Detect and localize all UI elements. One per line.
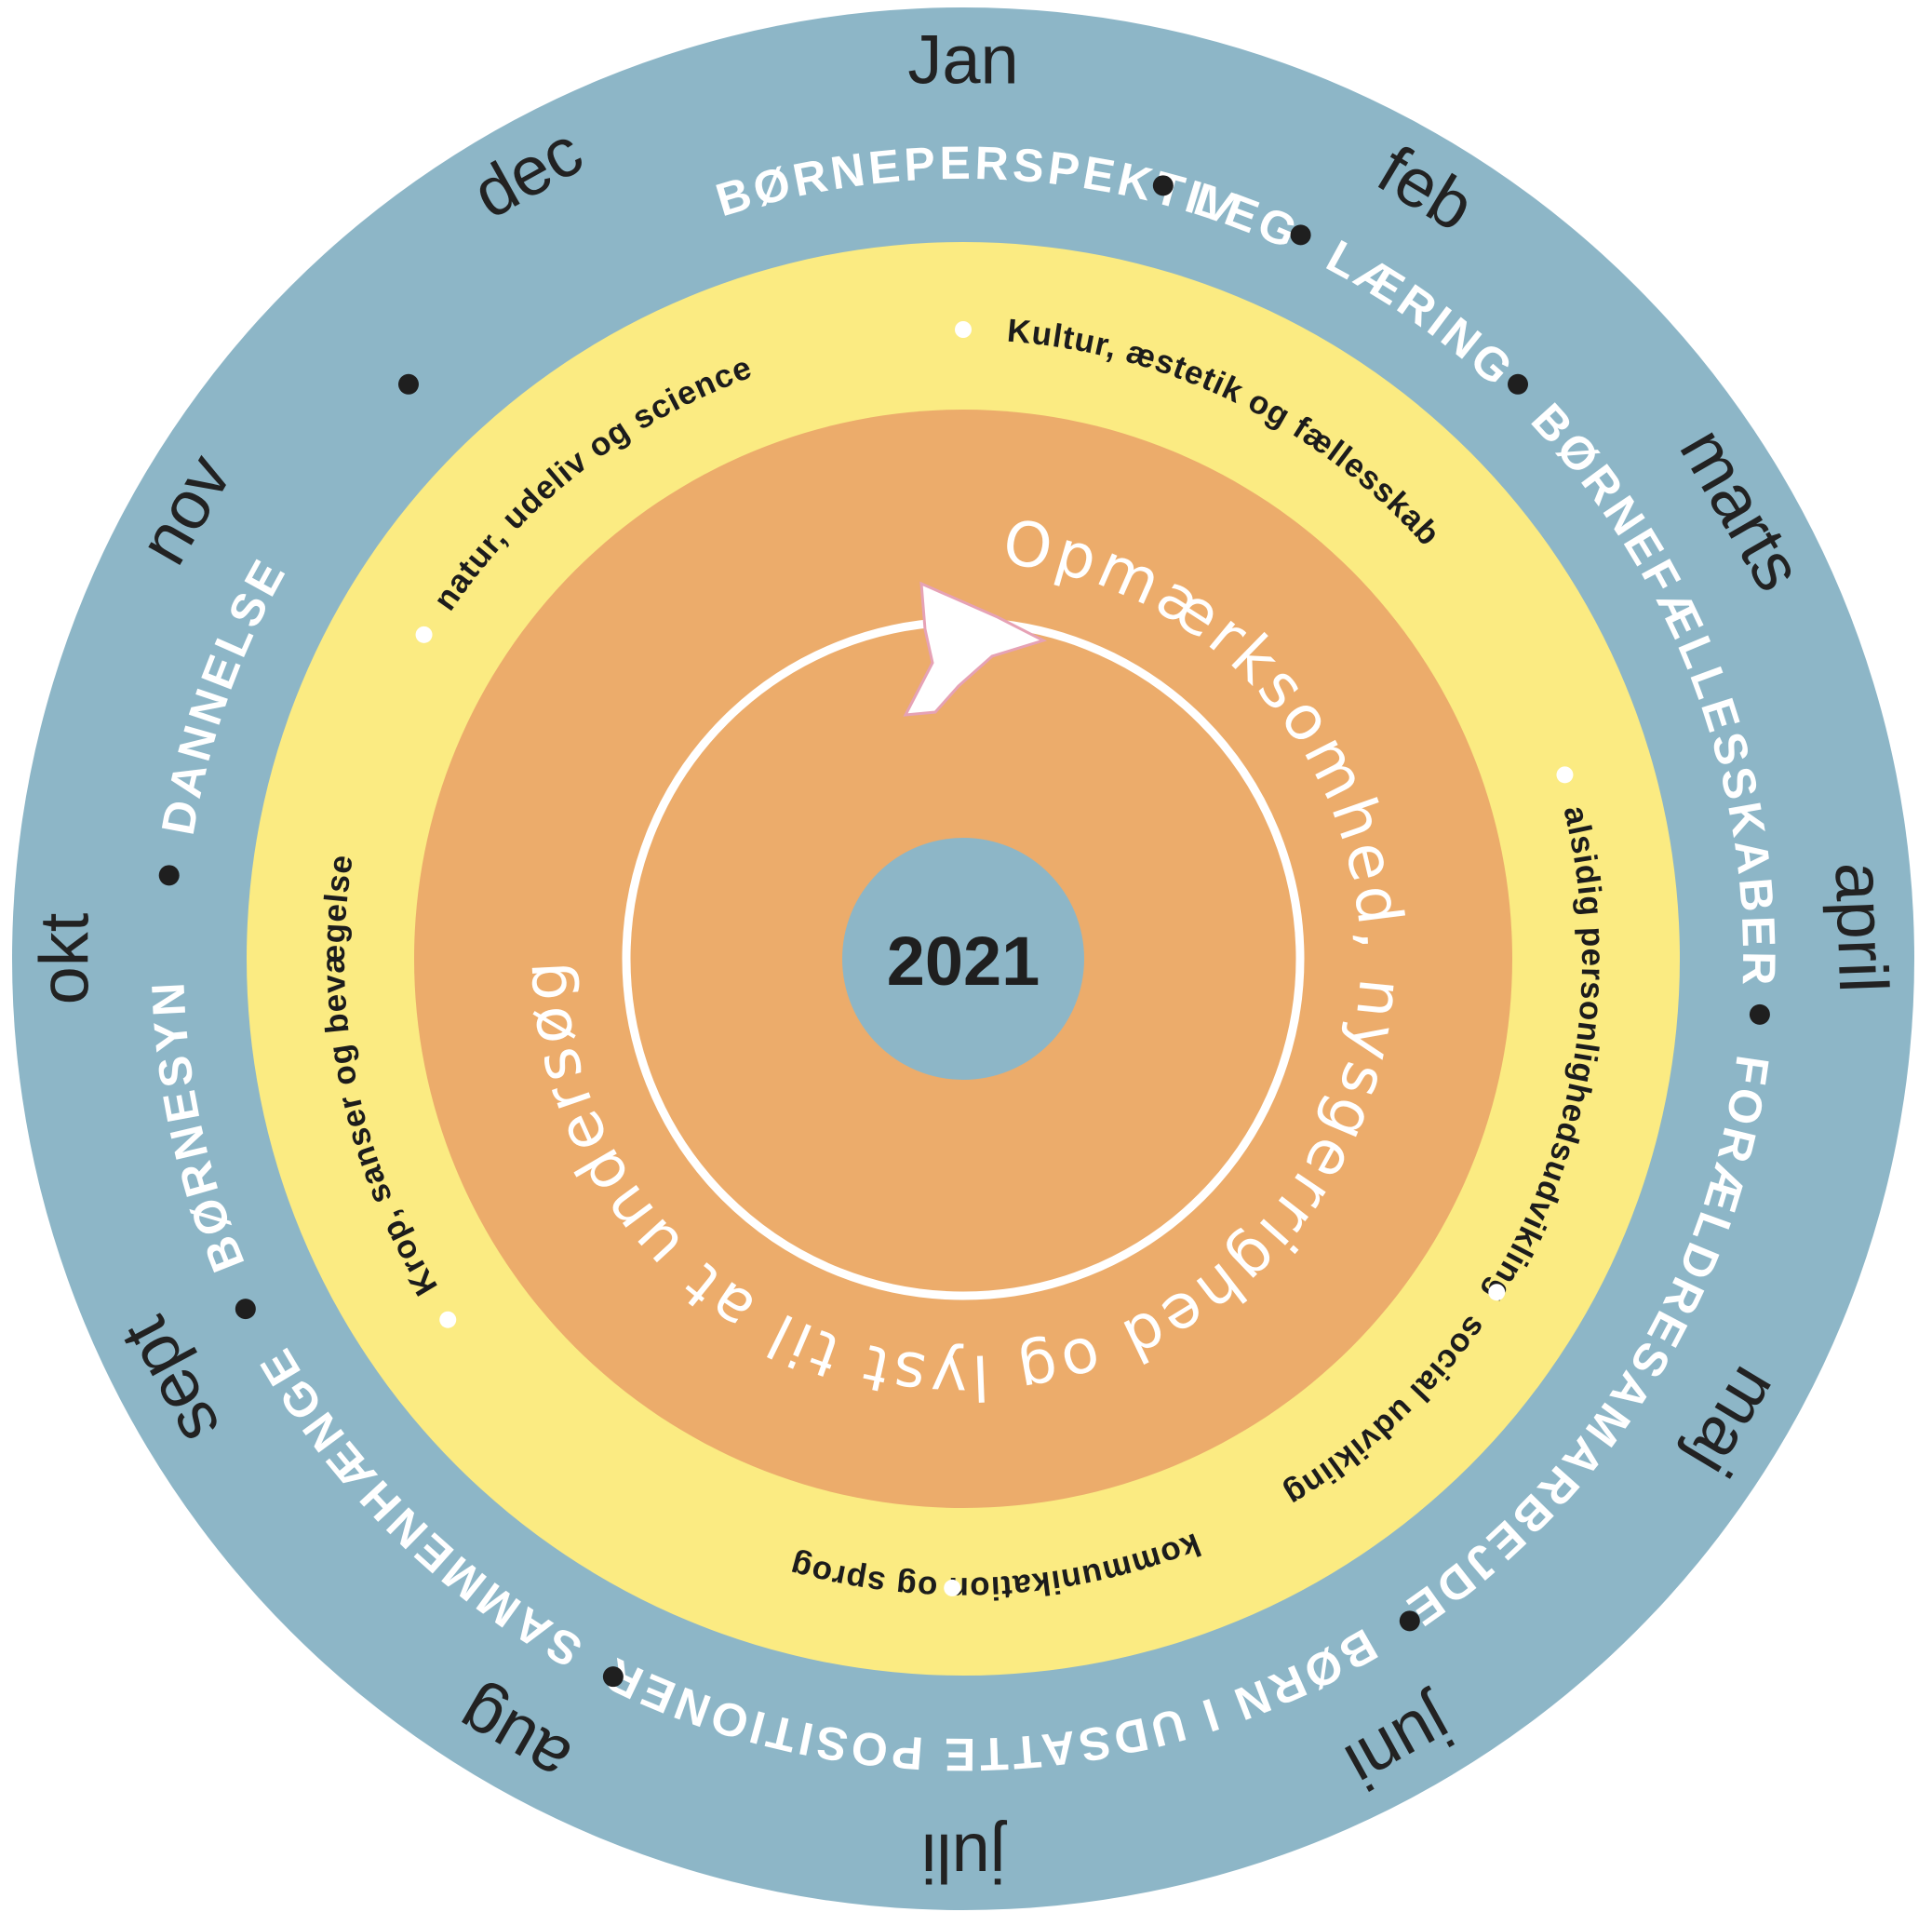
hub xyxy=(842,838,1084,1080)
bullet-icon xyxy=(397,373,419,395)
bullet-icon xyxy=(1152,175,1174,196)
bullet-icon xyxy=(415,626,433,643)
bullet-icon xyxy=(955,321,972,338)
year-label: 2021 xyxy=(887,922,1040,1000)
bullet-icon xyxy=(1399,1610,1420,1632)
bullet-icon xyxy=(602,1666,624,1688)
arrow-icon xyxy=(903,581,1047,717)
bullet-icon xyxy=(158,865,180,886)
bullet-icon xyxy=(1749,1003,1770,1025)
bullet-icon xyxy=(439,1311,457,1328)
bullet-icon xyxy=(1556,766,1574,784)
bullet-icon xyxy=(1488,1284,1506,1301)
bullet-icon xyxy=(1290,224,1311,246)
month-label: okt xyxy=(26,912,103,1004)
bullet-icon xyxy=(944,1579,961,1596)
month-label: Jan xyxy=(907,21,1018,99)
bullet-icon xyxy=(235,1299,256,1320)
month-label: juli xyxy=(921,1819,1007,1896)
bullet-icon xyxy=(1508,373,1529,395)
month-label: april xyxy=(1820,861,1902,994)
